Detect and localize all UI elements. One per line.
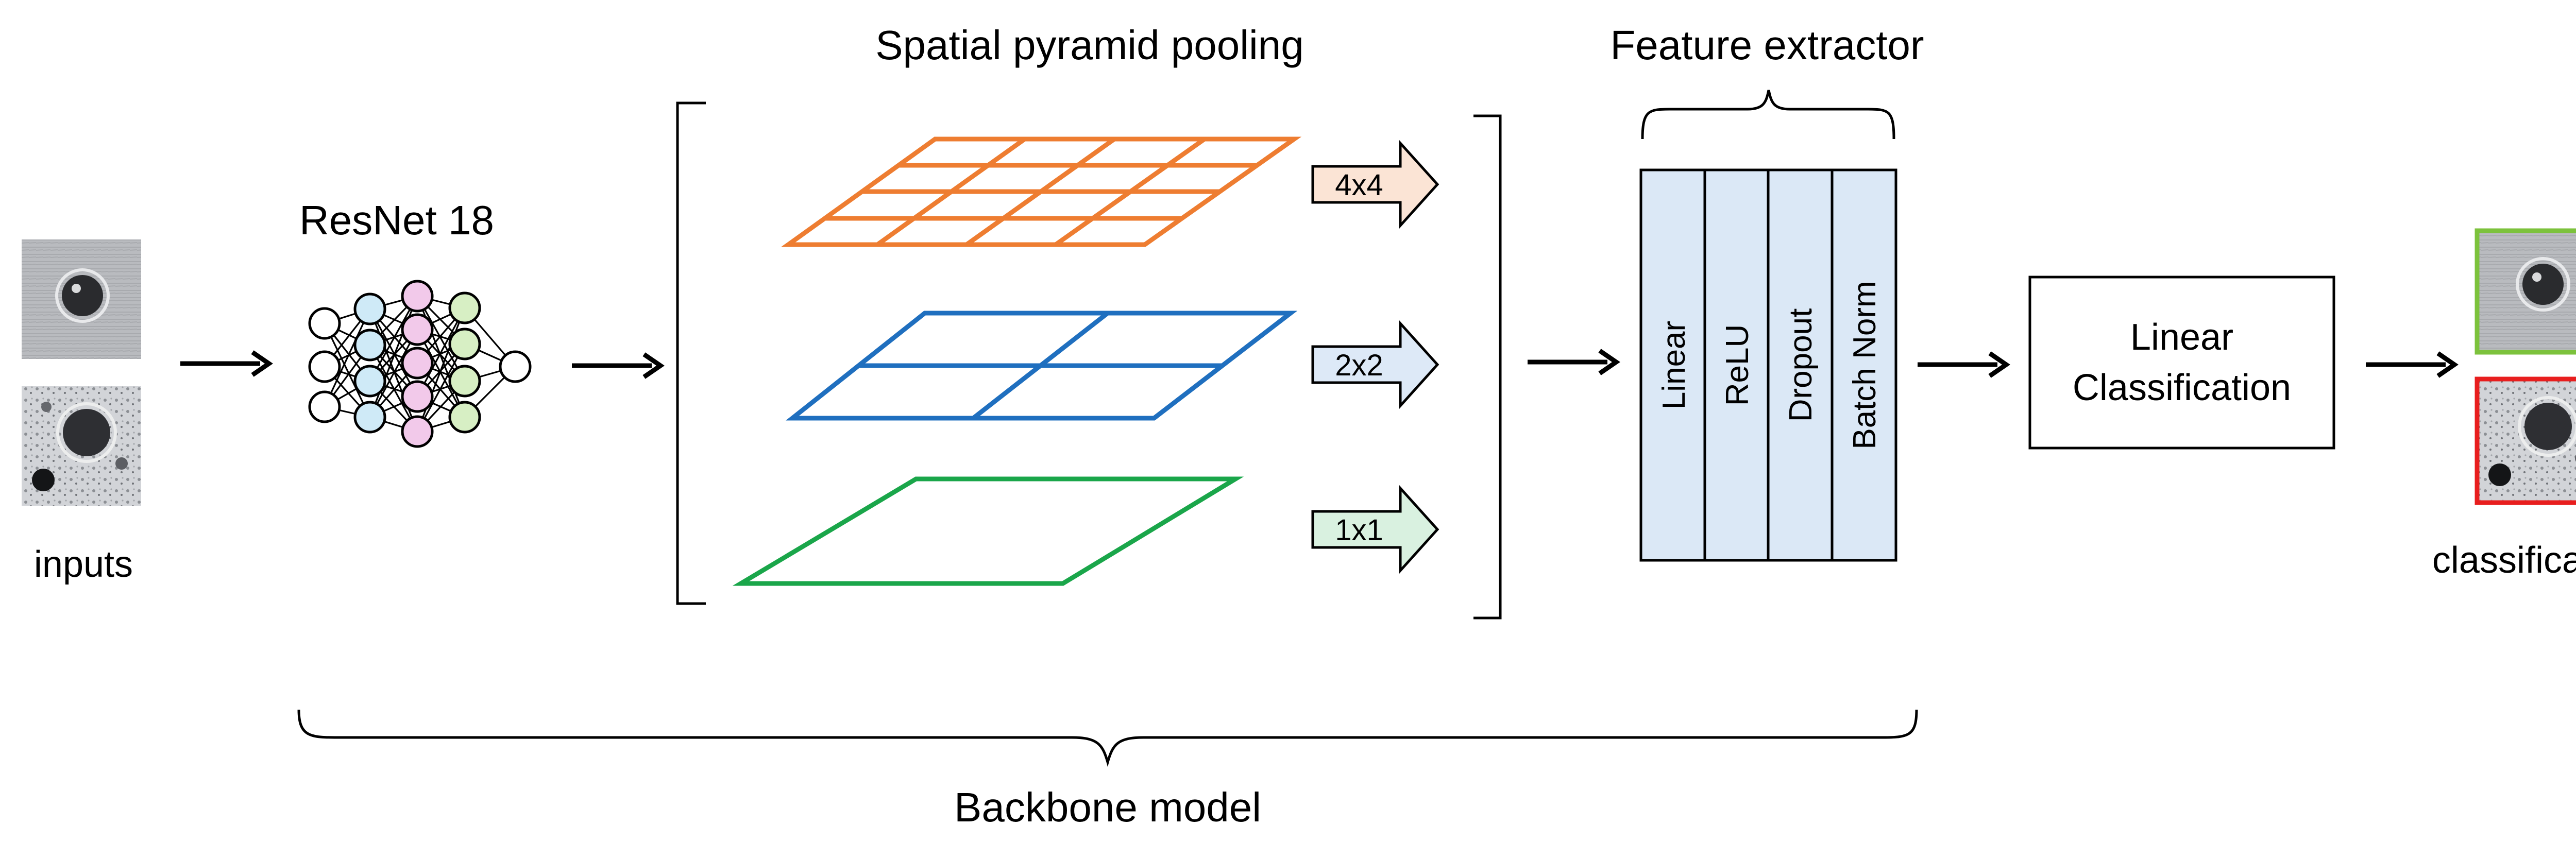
input-image-clean [22,239,141,359]
nn-neuron [448,291,481,324]
nn-connection [324,323,371,418]
inputs-label: inputs [34,544,133,585]
nn-neuron [401,415,434,448]
nn-neuron [308,350,341,383]
output-image-correct [2475,228,2576,355]
nn-neuron [448,401,481,434]
arrow-head-2 [642,352,665,379]
neural-network-icon [308,280,532,448]
spp-left-bracket [676,101,706,605]
backbone-label: Backbone model [954,784,1261,830]
inputs-group: inputs [22,239,141,585]
nn-neuron [401,347,434,380]
linear-classification-box: Linear Classification [2028,276,2335,450]
pool-label-2x2: 2x2 [1335,349,1383,382]
pool-label-1x1: 1x1 [1335,513,1383,547]
nn-neuron [401,280,434,313]
grid-2x2 [786,311,1298,421]
nn-neuron [308,307,341,340]
nn-neuron [448,328,481,360]
output-group: classification [2432,228,2576,581]
layer-linear: Linear [1656,321,1692,409]
grid-4x4 [781,136,1302,247]
layer-dropout: Dropout [1783,308,1819,422]
nn-neuron [401,380,434,413]
feature-title: Feature extractor [1610,22,1924,68]
classification-label: classification [2432,540,2576,581]
pool-arrow-2x2: 2x2 [1311,320,1439,409]
arrow-head-1 [251,350,273,377]
input-image-noisy [22,386,141,506]
backbone-brace [297,709,1918,767]
nn-connection [369,308,418,397]
pool-label-4x4: 4x4 [1335,168,1383,202]
arrow-head-5 [2436,351,2459,378]
nn-neuron [308,390,341,423]
grid-1x1 [732,476,1244,586]
nn-connection [416,307,466,432]
arrow-head-3 [1598,349,1620,375]
layer-relu: ReLU [1720,324,1755,406]
resnet-label: ResNet 18 [299,197,494,243]
linear-label-line2: Classification [2073,367,2291,408]
nn-neuron [401,313,434,346]
pool-arrow-4x4: 4x4 [1311,140,1439,229]
feature-brace [1641,90,1895,140]
nn-connection [416,307,466,397]
layer-batch-norm: Batch Norm [1847,281,1883,449]
nn-neuron [353,293,386,325]
nn-neuron [353,329,386,362]
nn-connection [416,343,466,432]
pool-arrow-1x1: 1x1 [1311,485,1439,574]
nn-connection [416,329,466,418]
spp-right-bracket [1473,114,1502,620]
nn-connection [324,308,371,407]
nn-neuron [448,365,481,398]
spp-title: Spatial pyramid pooling [875,22,1304,68]
nn-neuron [353,401,386,434]
nn-connection [369,329,418,418]
output-image-wrong [2475,376,2576,505]
nn-neuron [353,365,386,398]
arrow-head-4 [1988,351,2010,378]
nn-neuron [499,350,532,383]
linear-label-line1: Linear [2130,317,2233,358]
feature-extractor-block: Linear ReLU Dropout Batch Norm [1639,168,1897,562]
